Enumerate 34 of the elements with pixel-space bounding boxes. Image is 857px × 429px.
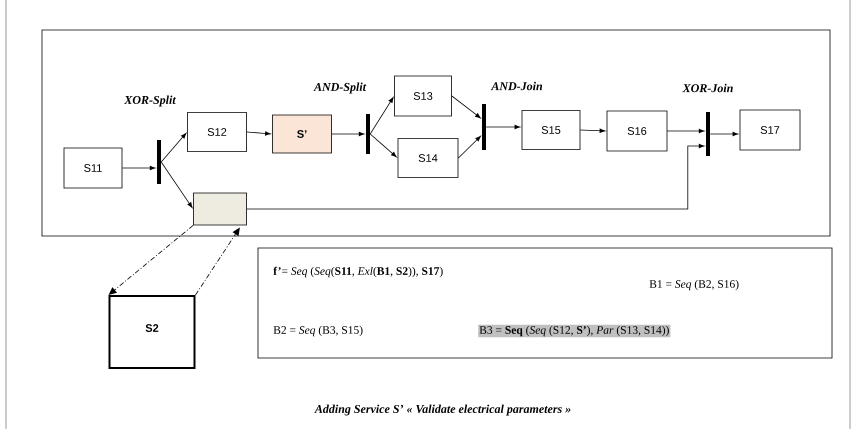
- arrow: [458, 136, 481, 158]
- arrow: [122, 166, 156, 170]
- service-box: S2: [108, 295, 196, 369]
- arrow: [160, 162, 193, 208]
- service-box: S16: [606, 110, 668, 152]
- process-frame: [42, 30, 830, 236]
- arrow: [246, 144, 704, 210]
- node-label: XOR-Split: [124, 96, 176, 106]
- formula-box: f’= Seq (Seq(S11, Exl(B1, S2)), S17) B1 = Seq (B2, S16) B2 = Seq (B3, S15) B3 = Seq (Seq (S12, S’), Par (S13, S14)): [258, 248, 832, 358]
- arrow: [710, 132, 738, 136]
- service-box: S13: [394, 76, 452, 116]
- arrow: [486, 124, 520, 130]
- caption: Adding Service S’ « Validate electrical parameters »: [314, 404, 570, 416]
- arrow: [580, 128, 606, 133]
- service-box: S’: [272, 114, 332, 154]
- arrow: [452, 96, 481, 118]
- node-label: AND-Join: [490, 82, 542, 90]
- node-label: XOR-Join: [682, 84, 733, 92]
- arrow: [370, 97, 394, 134]
- service-box: S17: [740, 110, 800, 150]
- service-box: S14: [398, 138, 458, 178]
- arrow: [667, 128, 704, 134]
- arrow: [370, 134, 397, 158]
- node-label: AND-Split: [313, 82, 366, 94]
- gateway-bar: XOR-Join: [682, 84, 733, 156]
- service-box: S11: [64, 148, 122, 188]
- service-box: S15: [522, 110, 580, 150]
- service-box: S12: [187, 112, 247, 152]
- arrow: [246, 131, 271, 136]
- arrow: [108, 225, 194, 295]
- gateway-bar: XOR-Split: [124, 96, 176, 184]
- empty-box: [193, 192, 247, 226]
- arrow: [160, 132, 186, 162]
- arrow: [332, 132, 364, 136]
